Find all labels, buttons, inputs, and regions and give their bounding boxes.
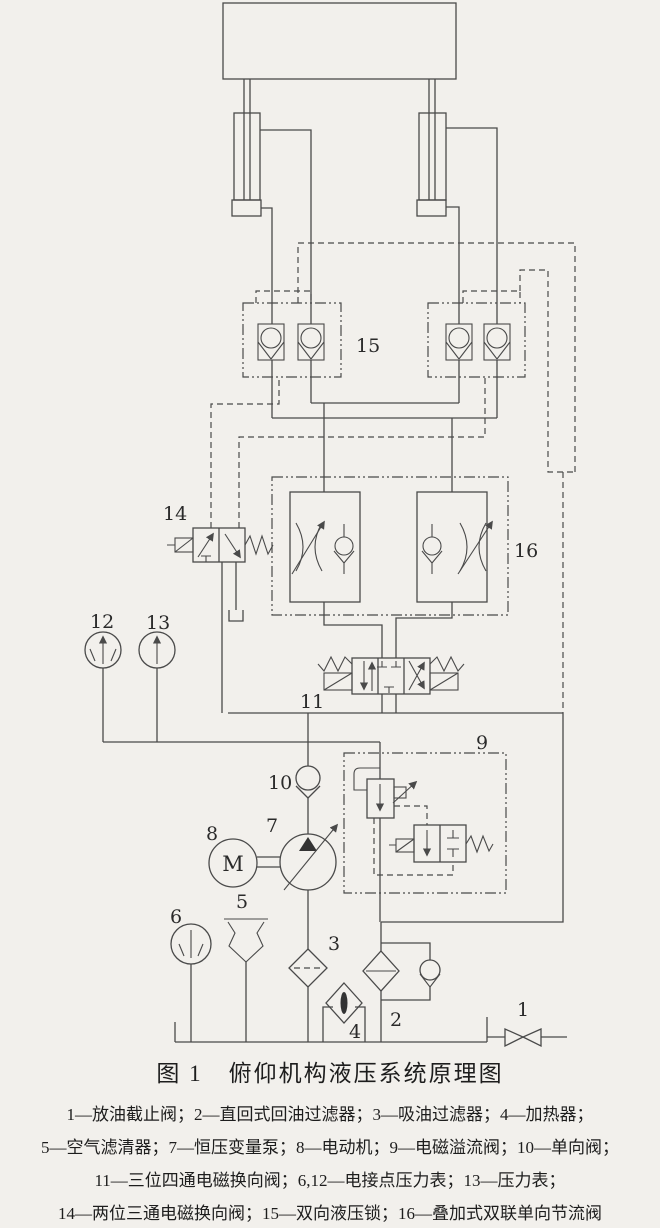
label-11: 11 (300, 691, 324, 713)
check-valve-10 (295, 765, 321, 834)
label-14: 14 (163, 503, 187, 525)
solenoid-valve-14 (167, 527, 274, 713)
label-6: 6 (170, 906, 182, 928)
throttle-check-module (271, 476, 509, 658)
electric-motor-8: M (208, 838, 280, 888)
contact-pressure-gauge-6 (170, 923, 212, 1042)
legend-line: 11—三位四通电磁换向阀；6,12—电接点压力表；13—压力表； (94, 1171, 566, 1190)
figure-number: 图 1 (156, 1061, 203, 1086)
cylinder-right (416, 79, 498, 324)
tank-line (174, 1017, 488, 1043)
label-12: 12 (90, 611, 114, 633)
label-2: 2 (390, 1009, 402, 1031)
relief-valve-group-9 (343, 752, 507, 922)
label-7: 7 (266, 815, 278, 837)
shutoff-valve-1 (487, 1027, 567, 1048)
component-legend: 1—放油截止阀；2—直回式回油过滤器；3—吸油过滤器；4—加热器； 5—空气滤清… (0, 1098, 660, 1228)
label-13: 13 (146, 612, 170, 634)
label-9: 9 (476, 732, 488, 754)
pilot-lines (210, 242, 576, 713)
directional-valve-11 (317, 655, 465, 713)
air-filter-5 (224, 918, 268, 1042)
legend-line: 14—两位三通电磁换向阀；15—双向液压锁；16—叠加式双联单向节流阀 (58, 1204, 602, 1223)
lock-outlet-lines (271, 360, 498, 492)
variable-pump-7 (279, 823, 339, 949)
hydraulic-schematic: 15 16 (84, 2, 576, 1048)
hydraulic-lock-left (242, 290, 342, 378)
load-block (222, 2, 457, 80)
heater-4 (322, 982, 366, 1042)
figure-caption: 图 1 俯仰机构液压系统原理图 (0, 1054, 660, 1088)
hydraulic-lock-right (427, 290, 526, 378)
label-16: 16 (514, 540, 538, 562)
label-4: 4 (349, 1021, 361, 1043)
label-5: 5 (236, 891, 248, 913)
pressure-gauge-13 (138, 631, 176, 742)
return-filter-2 (362, 922, 441, 1042)
legend-line: 5—空气滤清器；7—恒压变量泵；8—电动机；9—电磁溢流阀；10—单向阀； (41, 1138, 619, 1157)
cylinder-left (231, 79, 312, 324)
label-15: 15 (356, 335, 380, 357)
label-1: 1 (517, 999, 529, 1021)
motor-letter: M (222, 852, 244, 876)
contact-pressure-gauge-12 (84, 631, 122, 742)
label-3: 3 (328, 933, 340, 955)
label-8: 8 (206, 823, 218, 845)
legend-line: 1—放油截止阀；2—直回式回油过滤器；3—吸油过滤器；4—加热器； (66, 1105, 594, 1124)
suction-filter-3 (288, 948, 328, 1042)
figure-title: 俯仰机构液压系统原理图 (228, 1061, 504, 1086)
label-10: 10 (268, 772, 292, 794)
main-lines (103, 712, 564, 923)
